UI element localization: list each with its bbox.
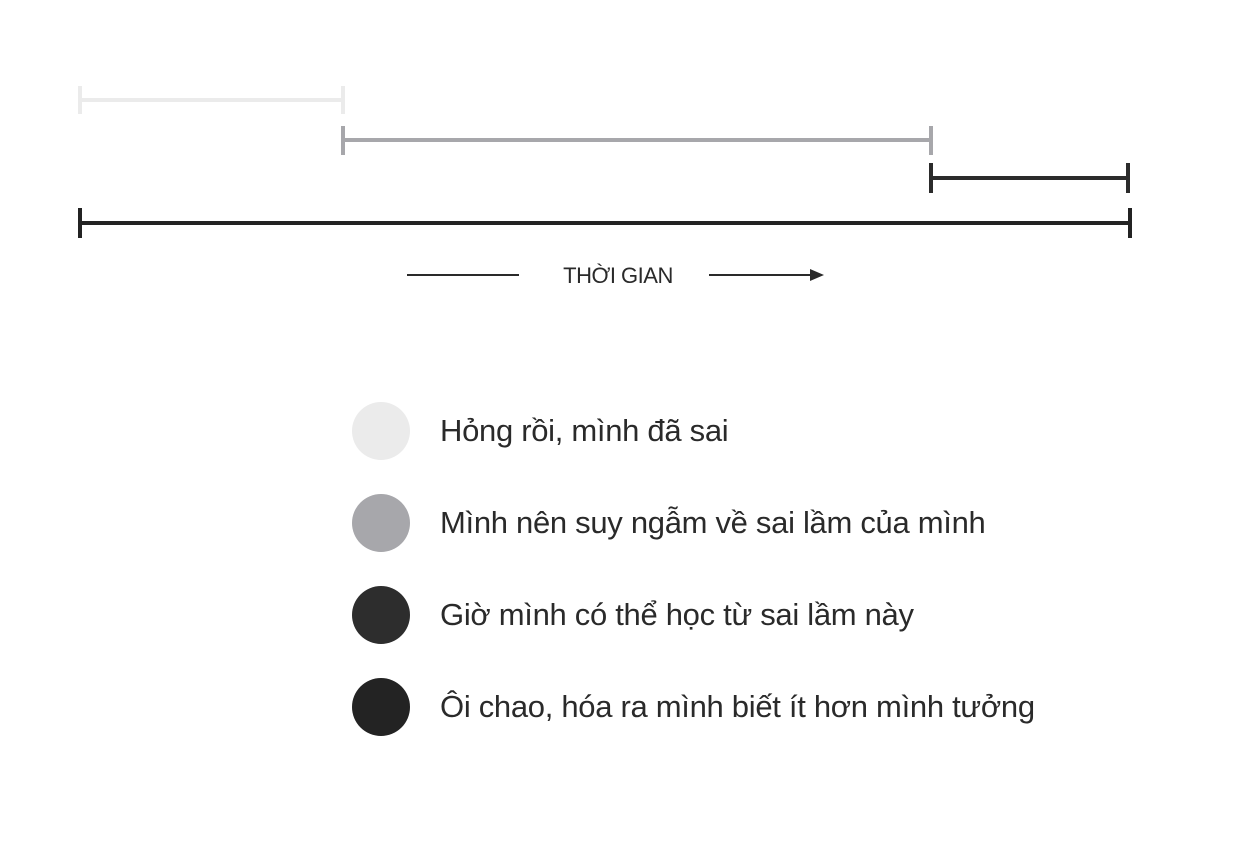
timeline-bar-stage-4: [78, 208, 1132, 238]
time-axis-label: THỜI GIAN: [563, 263, 673, 288]
time-axis: THỜI GIAN: [407, 263, 824, 288]
legend-label: Hỏng rồi, mình đã sai: [440, 413, 729, 448]
legend-item-stage-1: Hỏng rồi, mình đã sai: [352, 402, 1035, 460]
timeline-bar-stage-3: [929, 163, 1130, 193]
legend-item-stage-2: Mình nên suy ngẫm về sai lầm của mình: [352, 494, 1035, 552]
timeline-bar-stage-2: [341, 126, 933, 155]
legend-item-stage-3: Giờ mình có thể học từ sai lầm này: [352, 586, 1035, 644]
legend-swatch: [352, 494, 410, 552]
legend-label: Giờ mình có thể học từ sai lầm này: [440, 597, 914, 632]
legend-swatch: [352, 586, 410, 644]
time-arrow-icon: [810, 269, 824, 281]
legend-swatch: [352, 402, 410, 460]
legend-item-stage-4: Ôi chao, hóa ra mình biết ít hơn mình tư…: [352, 678, 1035, 736]
legend-label: Mình nên suy ngẫm về sai lầm của mình: [440, 505, 986, 540]
legend: Hỏng rồi, mình đã sai Mình nên suy ngẫm …: [352, 402, 1035, 770]
timeline-diagram: THỜI GIAN: [78, 86, 1132, 288]
legend-swatch: [352, 678, 410, 736]
legend-label: Ôi chao, hóa ra mình biết ít hơn mình tư…: [440, 689, 1035, 724]
timeline-bar-stage-1: [78, 86, 345, 114]
